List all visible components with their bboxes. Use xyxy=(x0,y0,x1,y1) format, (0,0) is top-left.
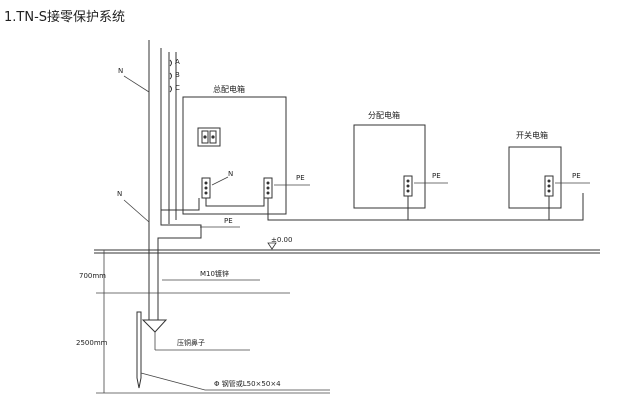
ground-wire-2 xyxy=(157,210,202,320)
distribution-pe-label: PE xyxy=(432,172,441,180)
main-pe-terminal-dot-3 xyxy=(266,191,270,195)
neutral-leader-top xyxy=(123,75,150,93)
main-box-label: 总配电箱 xyxy=(213,84,245,94)
ground-level-marker xyxy=(267,242,277,250)
distribution-pe-dot-2 xyxy=(406,184,410,188)
depth-700-label: 700mm xyxy=(79,272,106,280)
phase-label-c: C xyxy=(175,84,180,92)
rod-leader xyxy=(140,372,330,391)
pe-label-lower: PE xyxy=(224,217,233,225)
phase-b-mark xyxy=(169,72,172,80)
lug-label: 压铜鼻子 xyxy=(177,338,205,347)
phase-a-mark xyxy=(169,59,172,67)
main-n-terminal-dot-1 xyxy=(204,181,208,185)
depth-2500-label: 2500mm xyxy=(76,339,108,347)
switch-pe-dot-1 xyxy=(547,179,551,183)
neutral-label-lower: N xyxy=(117,190,122,198)
phase-c-mark xyxy=(169,85,172,93)
pe-trunk xyxy=(267,193,584,221)
main-breaker-dot-1 xyxy=(203,135,207,139)
distribution-pe-dot-3 xyxy=(406,189,410,193)
main-n-terminal-dot-3 xyxy=(204,191,208,195)
switch-box-label: 开关电箱 xyxy=(516,130,548,140)
diagram-title: 1.TN-S接零保护系统 xyxy=(4,10,126,25)
main-n-label: N xyxy=(228,170,233,178)
main-breaker xyxy=(197,127,221,147)
rod-label: Φ 钢管或L50×50×4 xyxy=(214,379,281,388)
main-n-wire xyxy=(161,198,200,211)
switch-box xyxy=(508,146,562,209)
copper-lug xyxy=(141,319,168,333)
main-n-terminal-dot-2 xyxy=(204,186,208,190)
ground-rod xyxy=(136,311,142,389)
neutral-label-top: N xyxy=(118,67,123,75)
phase-label-a: A xyxy=(175,58,180,66)
switch-pe-label: PE xyxy=(572,172,581,180)
distribution-pe-dot-1 xyxy=(406,179,410,183)
distribution-box xyxy=(353,124,426,209)
main-breaker-dot-2 xyxy=(211,135,215,139)
bolt-label: M10镀锌 xyxy=(200,269,229,278)
main-n-leader xyxy=(211,176,229,186)
main-pe-label: PE xyxy=(296,174,305,182)
main-internal-wire xyxy=(205,198,265,207)
main-pe-terminal-dot-1 xyxy=(266,181,270,185)
ground-level-label: ±0.00 xyxy=(271,236,292,244)
main-pe-terminal-dot-2 xyxy=(266,186,270,190)
switch-pe-dot-2 xyxy=(547,184,551,188)
neutral-leader-lower xyxy=(123,199,150,223)
phase-label-b: B xyxy=(175,71,180,79)
switch-pe-dot-3 xyxy=(547,189,551,193)
distribution-box-label: 分配电箱 xyxy=(368,110,400,120)
